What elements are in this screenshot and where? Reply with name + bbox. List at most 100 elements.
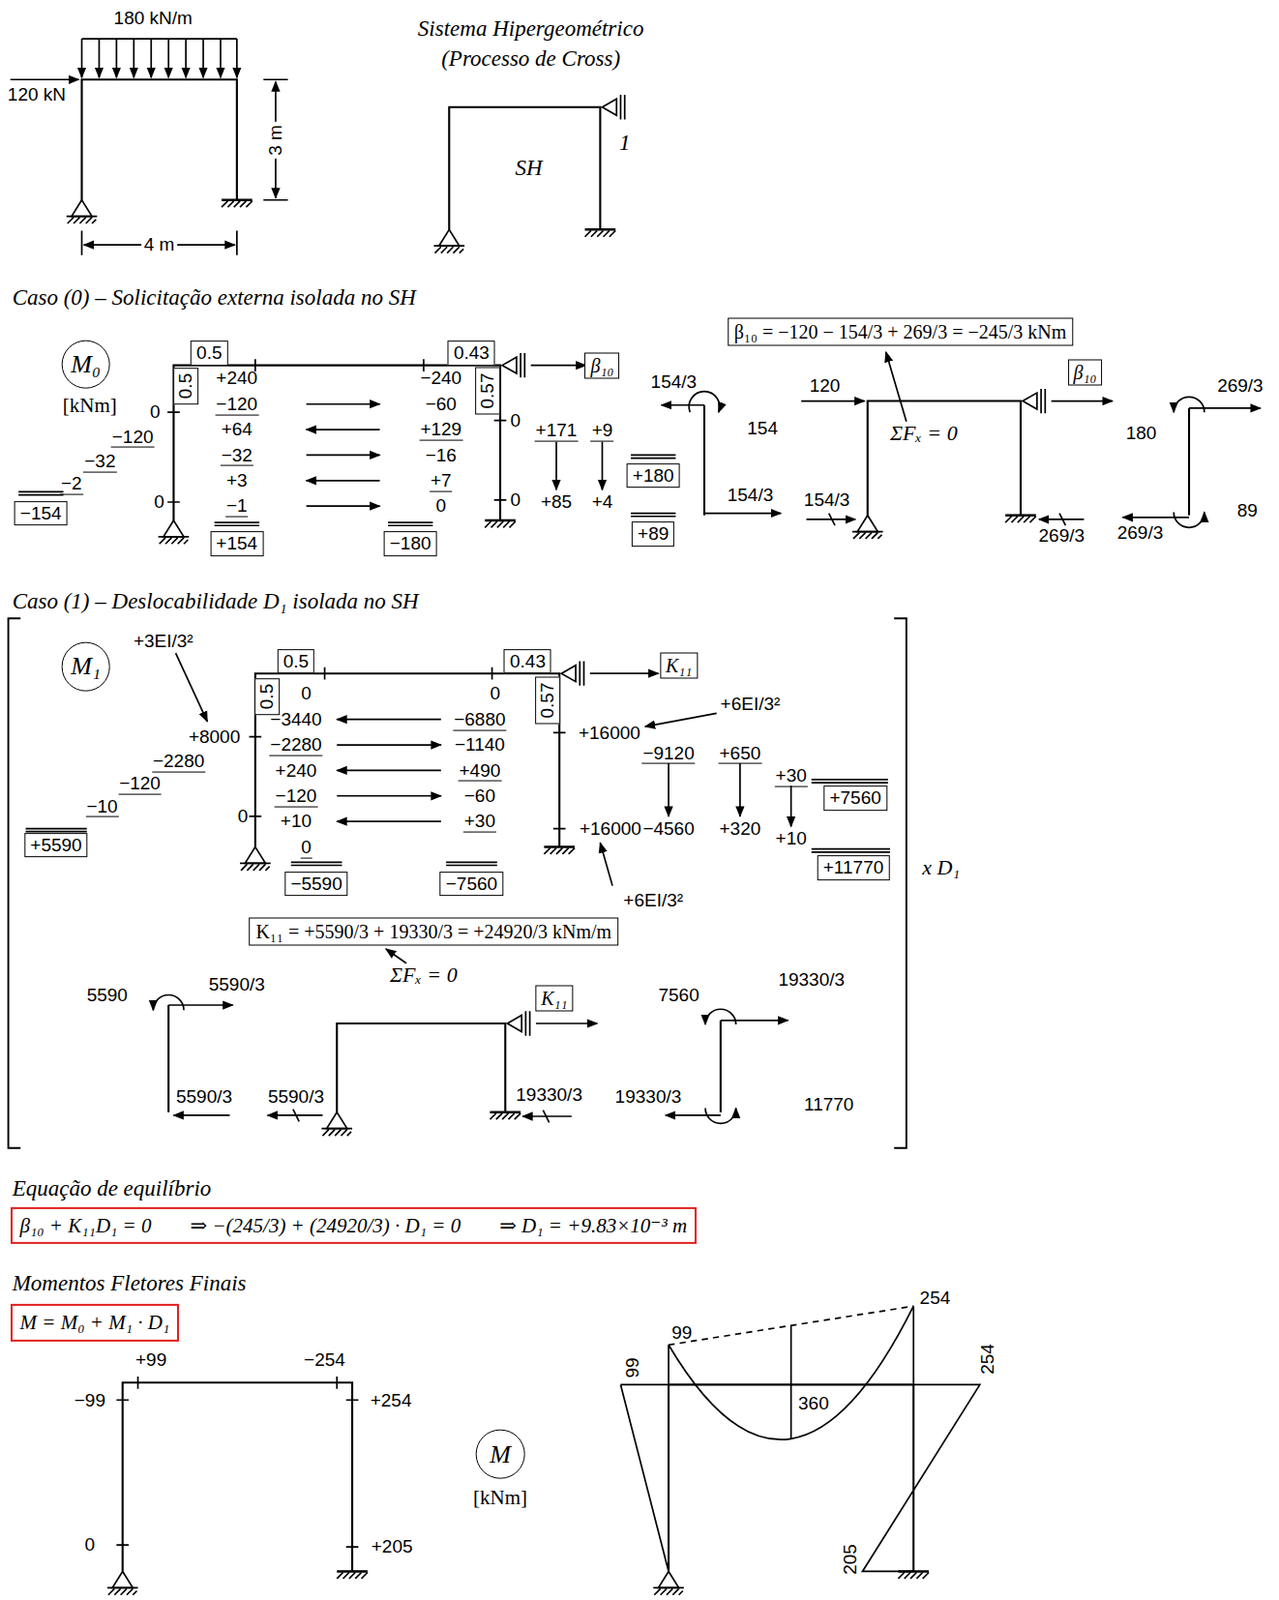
value-label: +85: [540, 491, 572, 513]
node-text: M₁: [70, 651, 101, 684]
value-label: +320: [719, 818, 762, 840]
value-label: −99: [74, 1390, 106, 1412]
value-label: 7560: [657, 984, 699, 1007]
value-label: 89: [1237, 500, 1258, 522]
value-label: +7: [429, 470, 453, 493]
value-label: 99: [671, 1322, 692, 1344]
case0-frame: [173, 365, 501, 521]
value-label: 5590: [87, 984, 128, 1007]
final-frame: [122, 1382, 353, 1572]
value-label: 0: [435, 495, 447, 517]
value-label: 254: [920, 1287, 952, 1309]
case1-frame: [336, 770, 442, 773]
value-label: 19330/3: [777, 969, 845, 991]
boxed-value: 0.5: [190, 340, 228, 366]
value-label: −120: [118, 773, 162, 796]
case0-frame: [306, 403, 381, 406]
value-label: 154: [746, 417, 778, 440]
case1-frame: [336, 820, 442, 823]
heading-label: Equação de equilíbrio: [12, 1176, 212, 1202]
case0-frame: [502, 353, 525, 378]
boxed-value: +180: [626, 463, 681, 489]
node-text: 0.43: [509, 651, 546, 672]
value-label: +171: [535, 419, 579, 443]
value-label: 269/3: [1117, 522, 1164, 544]
value-label: +8000: [188, 726, 240, 748]
value-label: +6EI/3²: [720, 693, 781, 715]
node-text: M = M₀ + M₁ · D₁: [20, 1309, 171, 1336]
value-label: +64: [221, 418, 253, 441]
value-label: 5590/3: [208, 974, 266, 996]
case0-free-bodies: [1173, 396, 1205, 413]
moment-diagram: [790, 1325, 793, 1439]
hypergeometric-system: [433, 229, 465, 253]
value-label: 205: [839, 1544, 862, 1576]
case0-free-bodies: [1051, 400, 1113, 403]
frame-drawings: [8, 38, 1261, 1596]
boxed-value: −154: [14, 501, 68, 527]
node-text: −180: [389, 533, 432, 554]
value-label: +30: [774, 764, 808, 787]
case0-free-bodies: [703, 405, 706, 516]
value-label: −240: [419, 368, 462, 390]
heading-label: Momentos Fletores Finais: [12, 1271, 247, 1297]
value-label: 4 m: [141, 234, 179, 256]
case0-frame: [306, 479, 381, 482]
case1-free-bodies: [506, 1011, 530, 1036]
value-label: +3: [226, 470, 248, 492]
case1-frame: [26, 653, 891, 887]
value-label: 19330/3: [515, 1084, 583, 1106]
value-label: ΣFₓ = 0: [890, 421, 958, 447]
case1-free-bodies: [152, 949, 788, 1136]
value-label: x D₁: [922, 855, 960, 880]
node-text: +180: [632, 465, 675, 486]
case0-free-bodies: [1122, 516, 1190, 519]
case1-frame: [590, 672, 659, 675]
value-label: ΣFₓ = 0: [389, 962, 458, 987]
distribution-factor-box: 0.5: [173, 367, 199, 405]
node-text: β₁₀ + K₁₁D₁ = 0: [20, 1213, 152, 1239]
case0-free-bodies: [1059, 513, 1066, 527]
heading-label: Sistema Hipergeométrico: [417, 15, 645, 41]
value-label: −120: [111, 425, 155, 448]
value-label: +490: [457, 759, 502, 782]
node-text: 0.57: [476, 373, 498, 410]
moment-diagram: [620, 1384, 669, 1572]
case0-frame: [167, 358, 506, 503]
value-label: +6EI/3²: [623, 890, 684, 912]
case0-frame: [306, 505, 381, 507]
case1-free-bodies: [665, 1114, 721, 1117]
symbol-box: K₁₁: [659, 652, 698, 679]
value-label: −120: [214, 392, 259, 416]
case1-frame: [790, 785, 793, 827]
value-label: 0: [510, 489, 522, 511]
heading-label: Caso (1) – Deslocabilidade D₁ isolada no…: [12, 589, 419, 615]
case0-frame: [601, 442, 604, 491]
heading-label: SH: [514, 155, 542, 181]
distribution-factor-box: 0.57: [535, 676, 561, 724]
case1-frame: [239, 847, 271, 871]
value-label: 180 kN/m: [114, 7, 193, 30]
diagram-circle: M₁: [60, 642, 111, 692]
value-label: +16000: [578, 722, 641, 744]
boxed-value: 0.43: [504, 649, 552, 675]
final-frame: [107, 1571, 139, 1595]
node-text: +11770: [823, 857, 885, 878]
loaded-frame: [82, 79, 238, 200]
node-text: +154: [215, 533, 258, 554]
case0-free-bodies: [867, 401, 1021, 516]
node-text: 0.5: [283, 651, 309, 672]
case1-frame: [543, 847, 575, 855]
node-text: 0.57: [536, 682, 558, 718]
loaded-frame: [10, 78, 80, 81]
case1-free-bodies: [168, 1004, 233, 1007]
loaded-frame: [236, 38, 238, 78]
node-text: 0.43: [453, 342, 490, 363]
value-label: −4560: [642, 818, 694, 840]
case1-free-bodies: [489, 1112, 521, 1120]
final-frame: [116, 1376, 358, 1547]
boxed-value: +89: [631, 521, 675, 547]
case0-free-bodies: [852, 515, 884, 539]
case0-frame: [18, 454, 676, 526]
case1-frame: [645, 713, 717, 727]
